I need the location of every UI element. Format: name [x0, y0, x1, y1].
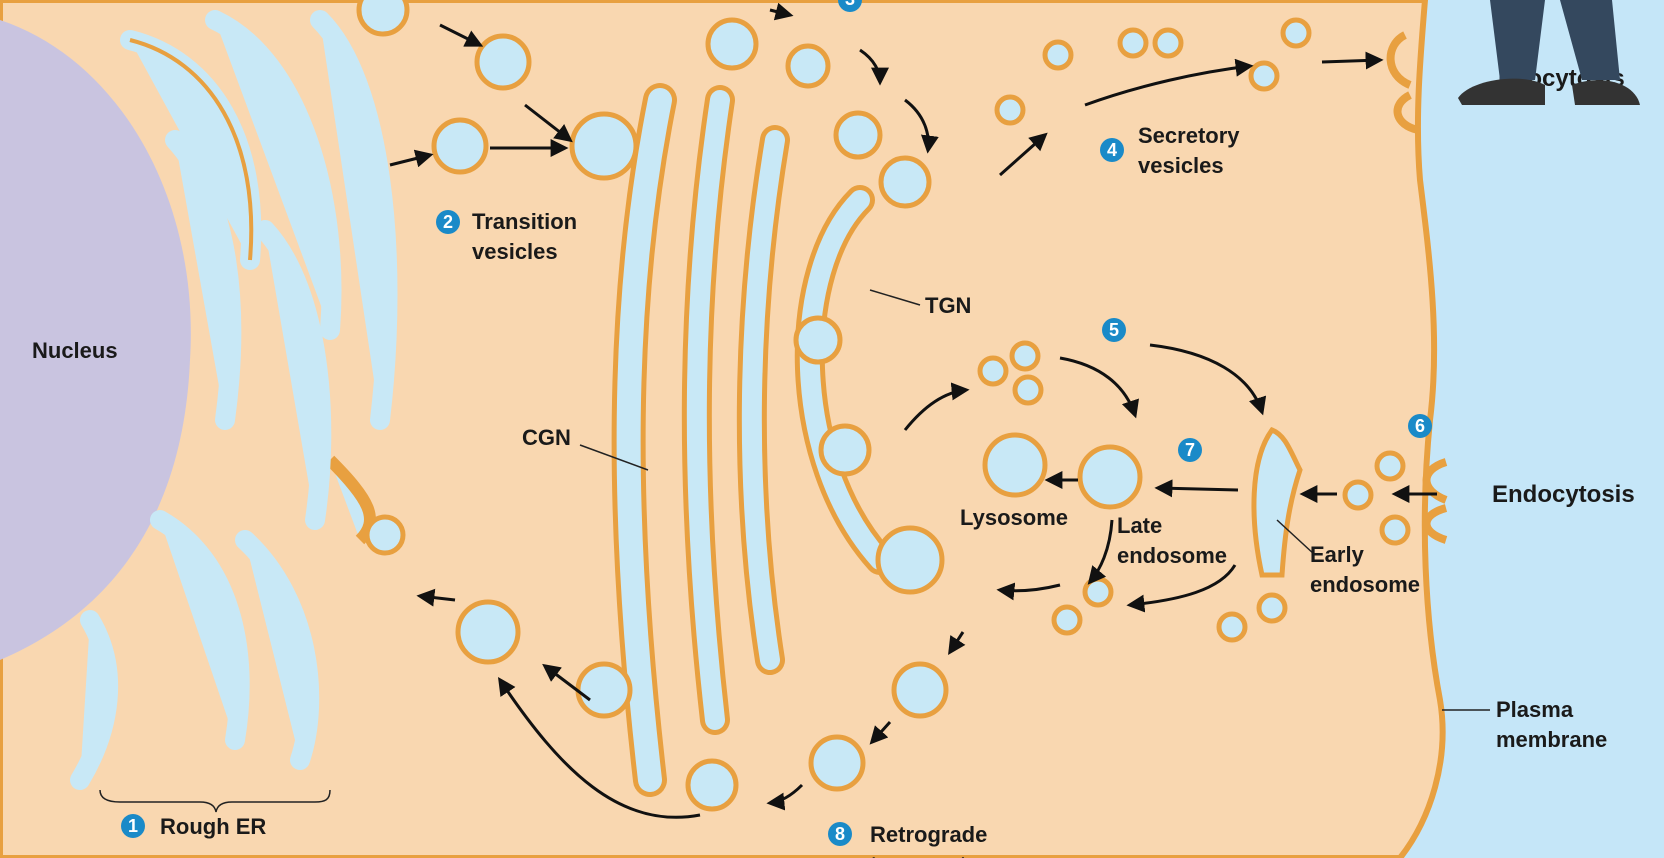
- step-number-4: 4: [1107, 140, 1117, 160]
- vesicle-cluster: [1015, 377, 1041, 403]
- recycling-vesicle: [1085, 579, 1111, 605]
- lysosome: [985, 435, 1045, 495]
- label-rough-er: Rough ER: [160, 814, 266, 839]
- retrograde-vesicle: [811, 737, 863, 789]
- label-secretory-vesicles-1: Secretory: [1138, 123, 1240, 148]
- retrograde-vesicle: [894, 664, 946, 716]
- label-early-endosome-1: Early: [1310, 542, 1365, 567]
- secretory-vesicle: [997, 97, 1023, 123]
- label-transition-vesicles-2: vesicles: [472, 239, 558, 264]
- retrograde-vesicle: [458, 602, 518, 662]
- label-plasma-membrane-2: membrane: [1496, 727, 1607, 752]
- endocytic-vesicle: [1377, 453, 1403, 479]
- label-endocytosis: Endocytosis: [1492, 481, 1635, 508]
- step-number-3: 3: [845, 0, 855, 9]
- late-endosome: [1080, 447, 1140, 507]
- endocytic-vesicle: [1382, 517, 1408, 543]
- step-number-2: 2: [443, 212, 453, 232]
- label-secretory-vesicles-2: vesicles: [1138, 153, 1224, 178]
- label-tgn: TGN: [925, 293, 971, 318]
- transition-vesicle: [572, 114, 636, 178]
- transition-vesicle: [477, 36, 529, 88]
- secretory-vesicle: [1045, 42, 1071, 68]
- step-number-6: 6: [1415, 416, 1425, 436]
- secretory-vesicle: [1120, 30, 1146, 56]
- recycling-vesicle: [1259, 595, 1285, 621]
- label-retrograde-2: transport: [870, 852, 967, 858]
- recycling-vesicle: [1054, 607, 1080, 633]
- label-nucleus: Nucleus: [32, 338, 118, 363]
- vesicle-cluster: [1012, 343, 1038, 369]
- label-late-endosome-2: endosome: [1117, 543, 1227, 568]
- endocytic-vesicle: [1345, 482, 1371, 508]
- step-number-8: 8: [835, 824, 845, 844]
- recycling-vesicle: [1219, 614, 1245, 640]
- label-early-endosome-2: endosome: [1310, 572, 1420, 597]
- label-cgn: CGN: [522, 425, 571, 450]
- step-number-5: 5: [1109, 320, 1119, 340]
- transition-vesicle: [434, 120, 486, 172]
- label-late-endosome-1: Late: [1117, 513, 1162, 538]
- golgi-vesicle: [836, 113, 880, 157]
- label-retrograde-1: Retrograde: [870, 822, 987, 847]
- label-transition-vesicles-1: Transition: [472, 209, 577, 234]
- step-number-7: 7: [1185, 440, 1195, 460]
- vesicle-cluster: [980, 358, 1006, 384]
- label-lysosome: Lysosome: [960, 505, 1068, 530]
- golgi-vesicle: [788, 46, 828, 86]
- label-plasma-membrane-1: Plasma: [1496, 697, 1574, 722]
- secretory-vesicle: [1155, 30, 1181, 56]
- secretory-vesicle: [1283, 20, 1309, 46]
- secretory-vesicle: [1251, 63, 1277, 89]
- step-number-1: 1: [128, 816, 138, 836]
- transition-vesicle: [359, 0, 407, 34]
- golgi-vesicle: [708, 20, 756, 68]
